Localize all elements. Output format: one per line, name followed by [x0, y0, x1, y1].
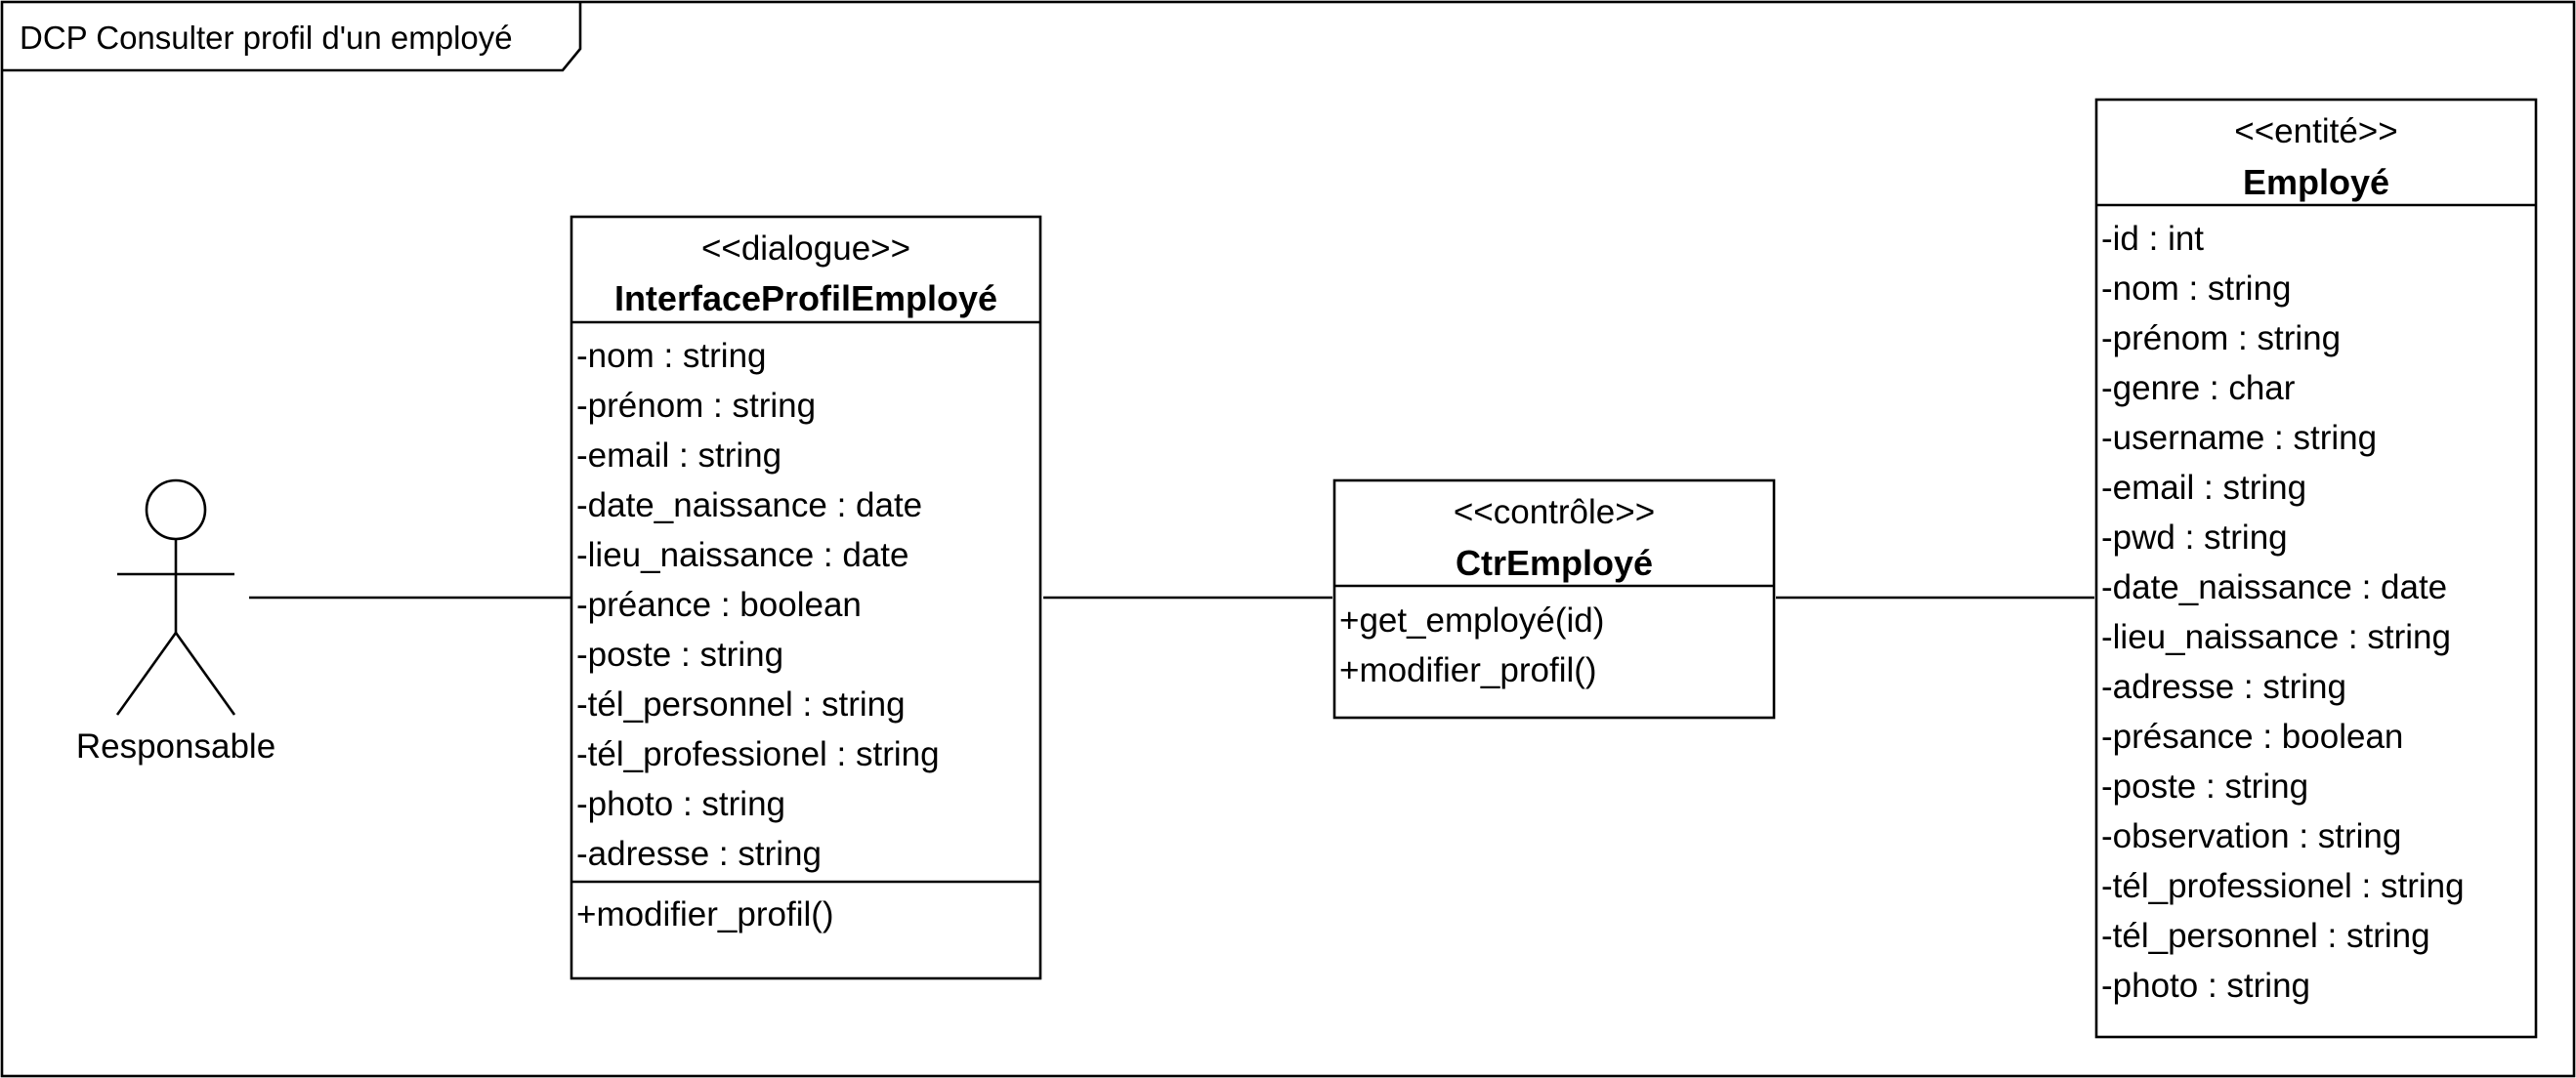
- control-operation: +get_employé(id): [1339, 601, 1604, 640]
- actor-responsable[interactable]: Responsable: [76, 478, 275, 766]
- dialogue-stereotype: <<dialogue>>: [701, 229, 910, 268]
- entity-attribute: -poste : string: [2101, 767, 2308, 806]
- entity-class-border: [2094, 98, 2538, 1039]
- entity-attribute: -id : int: [2101, 220, 2204, 258]
- entity-attribute: -tél_professionel : string: [2101, 867, 2465, 905]
- control-class-border: [1332, 478, 1776, 720]
- entity-attribute: -présance : boolean: [2101, 718, 2403, 756]
- dialogue-attribute: -tél_professionel : string: [576, 735, 940, 773]
- control-class-name: CtrEmployé: [1456, 543, 1653, 583]
- dialogue-class-name: InterfaceProfilEmployé: [614, 278, 997, 318]
- dialogue-attribute: -nom : string: [576, 337, 767, 375]
- entity-attribute: -nom : string: [2101, 270, 2292, 308]
- frame-title-tab: [2, 2, 582, 72]
- actor-head: [145, 478, 207, 541]
- dialogue-class-box[interactable]: <<dialogue>> InterfaceProfilEmployé -nom…: [570, 215, 1042, 980]
- entity-attribute: -email : string: [2101, 469, 2306, 507]
- entity-class-box[interactable]: <<entité>> Employé -id : int -nom : stri…: [2094, 98, 2538, 1039]
- entity-class-name: Employé: [2243, 162, 2389, 202]
- entity-attribute: -lieu_naissance : string: [2101, 618, 2451, 656]
- actor-name: Responsable: [76, 727, 275, 766]
- entity-attribute: -photo : string: [2101, 967, 2310, 1005]
- entity-attribute: -prénom : string: [2101, 319, 2341, 357]
- actor-right-leg: [174, 632, 236, 716]
- entity-attribute: -username : string: [2101, 419, 2377, 457]
- entity-stereotype: <<entité>>: [2234, 112, 2397, 150]
- dialogue-attribute: -email : string: [576, 436, 781, 475]
- dialogue-attribute: -adresse : string: [576, 835, 822, 873]
- entity-attribute: -genre : char: [2101, 369, 2296, 407]
- dialogue-attribute: -photo : string: [576, 785, 785, 823]
- dialogue-attribute: -lieu_naissance : date: [576, 536, 909, 574]
- dialogue-class-border: [570, 215, 1042, 980]
- dialogue-attribute: -tél_personnel : string: [576, 685, 906, 724]
- control-operation: +modifier_profil(): [1339, 651, 1597, 689]
- entity-attribute: -observation : string: [2101, 817, 2401, 855]
- entity-attribute: -pwd : string: [2101, 518, 2288, 557]
- actor-left-leg: [115, 632, 178, 716]
- dialogue-attribute: -préance : boolean: [576, 586, 862, 624]
- entity-attribute: -date_naissance : date: [2101, 568, 2447, 606]
- entity-attribute: -tél_personnel : string: [2101, 917, 2430, 955]
- dialogue-attribute: -poste : string: [576, 636, 783, 674]
- dialogue-operation: +modifier_profil(): [576, 895, 834, 933]
- dialogue-attribute: -prénom : string: [576, 387, 816, 425]
- control-class-box[interactable]: <<contrôle>> CtrEmployé +get_employé(id)…: [1332, 478, 1776, 720]
- control-stereotype: <<contrôle>>: [1454, 493, 1655, 531]
- entity-attribute: -adresse : string: [2101, 668, 2346, 706]
- frame-title: DCP Consulter profil d'un employé: [20, 20, 513, 56]
- dialogue-attribute: -date_naissance : date: [576, 486, 922, 524]
